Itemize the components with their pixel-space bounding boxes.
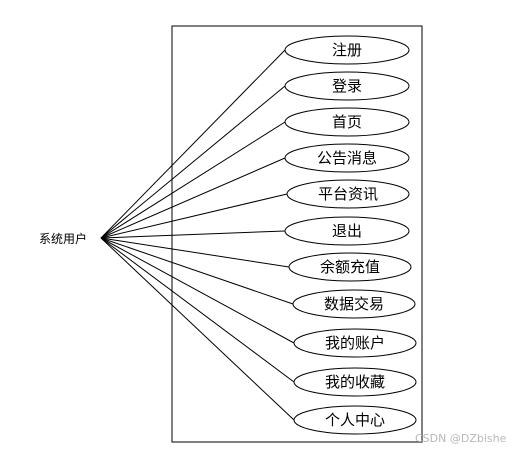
use-case-label-login: 登录 (332, 77, 362, 95)
use-case-my-account (293, 328, 417, 358)
use-case-label-balance-recharge: 余额充值 (320, 258, 380, 276)
association-line-my-account (100, 237, 295, 344)
use-case-label-personal-center: 个人中心 (325, 411, 385, 429)
association-line-home (100, 121, 286, 239)
use-case-balance-recharge (288, 252, 412, 282)
use-case-personal-center (293, 405, 417, 435)
use-case-label-home: 首页 (332, 113, 362, 131)
association-line-data-trading (100, 237, 294, 305)
use-case-label-platform-news: 平台资讯 (318, 185, 378, 203)
use-case-label-logout: 退出 (332, 222, 362, 240)
use-case-label-register: 注册 (332, 41, 362, 59)
system-boundary (171, 25, 423, 443)
use-case-data-trading (292, 289, 416, 319)
association-line-my-favorites (100, 237, 295, 383)
association-line-login (100, 85, 286, 239)
use-case-my-favorites (293, 367, 417, 397)
association-lines (100, 49, 295, 421)
use-case-label-my-account: 我的账户 (325, 334, 385, 352)
use-case-label-data-trading: 数据交易 (324, 295, 384, 313)
use-case-login (284, 71, 410, 101)
use-case-logout (284, 216, 410, 246)
use-case-label-announcements: 公告消息 (317, 149, 377, 167)
association-line-platform-news (100, 193, 288, 239)
association-line-personal-center (100, 237, 295, 421)
use-case-home (284, 107, 410, 137)
use-case-announcements (284, 143, 410, 173)
use-case-label-my-favorites: 我的收藏 (325, 373, 385, 391)
association-line-logout (100, 230, 286, 239)
association-line-balance-recharge (100, 237, 290, 268)
association-line-announcements (100, 157, 286, 239)
use-case-platform-news (286, 179, 410, 209)
actor-label: 系统用户 (39, 231, 87, 246)
association-line-register (100, 49, 286, 239)
watermark: CSDN @DZbishe (415, 432, 507, 445)
use-case-register (284, 35, 410, 65)
